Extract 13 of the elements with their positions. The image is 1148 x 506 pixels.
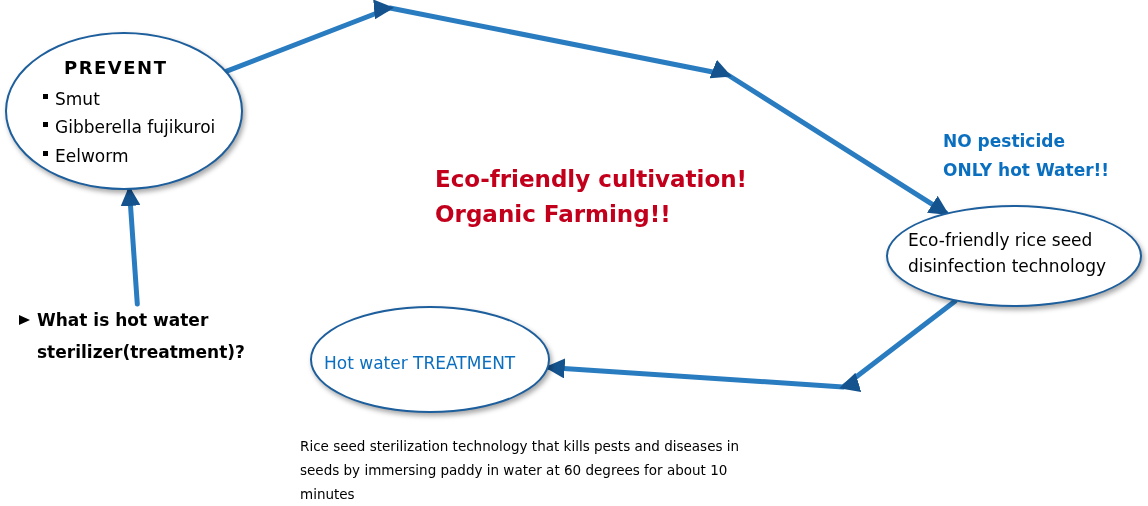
node-label: Hot water TREATMENT [324, 352, 516, 375]
note-text: NO pesticide [943, 131, 1065, 151]
list-item: Smut [55, 88, 100, 111]
question-text: What is hot water sterilizer(treatment)? [37, 309, 242, 364]
slogan-text: Organic Farming!! [435, 200, 671, 229]
heading: PREVENT [64, 56, 168, 80]
note-text: ONLY hot Water!! [943, 160, 1110, 180]
description-text: Rice seed sterilization technology that kills pests and diseases in seeds by immersing paddy in water at 60 degrees for about 10 minutes [300, 437, 740, 504]
list-item: Gibberella fujikuroi [55, 116, 216, 139]
slogan-text: Eco-friendly cultivation! [435, 165, 748, 194]
arrow [224, 0, 949, 216]
node-label: Eco-friendly rice seed disinfection technology [908, 229, 1108, 279]
list-item: Eelworm [55, 145, 129, 168]
